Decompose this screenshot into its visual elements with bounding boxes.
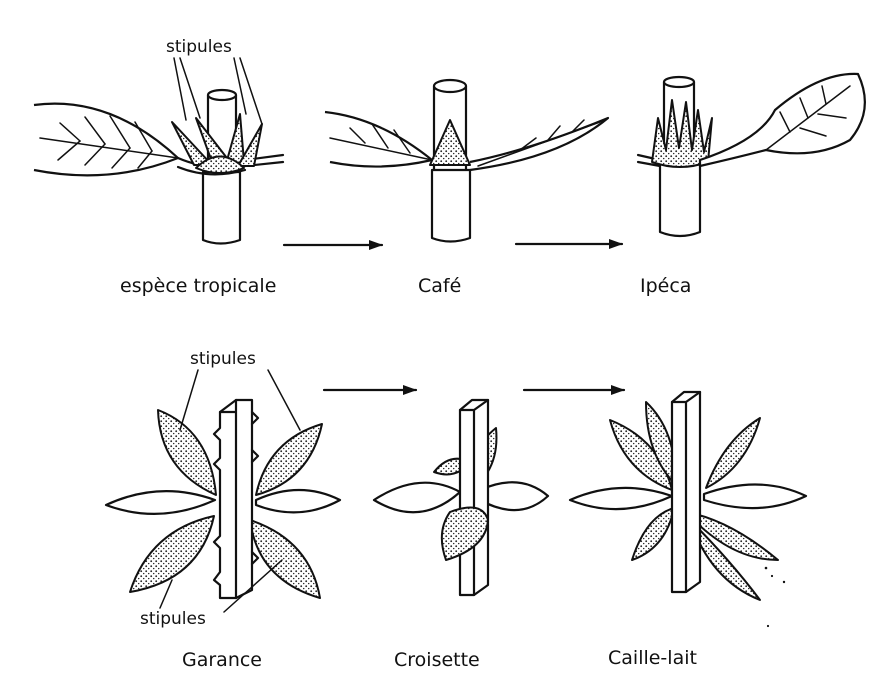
leaf-left [106, 491, 215, 514]
stipules-label-top: stipules [166, 37, 232, 57]
panel-ipeca: Ipéca [638, 74, 865, 297]
panel-garance: stipules stipules Garance [106, 349, 340, 671]
stipule-lower-right [250, 520, 320, 598]
leaf-left [325, 112, 432, 167]
panel-espece-tropicale: stipules espèce tropicale [34, 37, 283, 297]
stipule-4 [632, 508, 674, 560]
stipules-label-mid: stipules [190, 349, 256, 369]
caption-caille-lait: Caille-lait [608, 647, 697, 669]
caption-garance: Garance [182, 649, 262, 671]
leaf-right [700, 74, 865, 166]
panel-caille-lait: Caille-lait [570, 392, 806, 669]
panel-croisette: Croisette [374, 400, 548, 671]
leaf-left [570, 488, 672, 509]
leaf-right [704, 484, 806, 508]
leaf-left [34, 104, 178, 176]
caption-espece-tropicale: espèce tropicale [120, 275, 276, 297]
stem [214, 400, 252, 598]
panel-cafe: Café [325, 80, 608, 297]
stipule-upper-right [256, 424, 322, 495]
stipules-label-bottom: stipules [140, 609, 206, 629]
stipule-upper-left [158, 410, 216, 495]
stipule-3 [706, 418, 760, 488]
leaf-right [480, 482, 548, 510]
caption-croisette: Croisette [394, 649, 480, 671]
caption-cafe: Café [418, 275, 461, 297]
leaf-left [374, 483, 460, 513]
caption-ipeca: Ipéca [640, 275, 691, 297]
leaf-right [256, 490, 340, 512]
